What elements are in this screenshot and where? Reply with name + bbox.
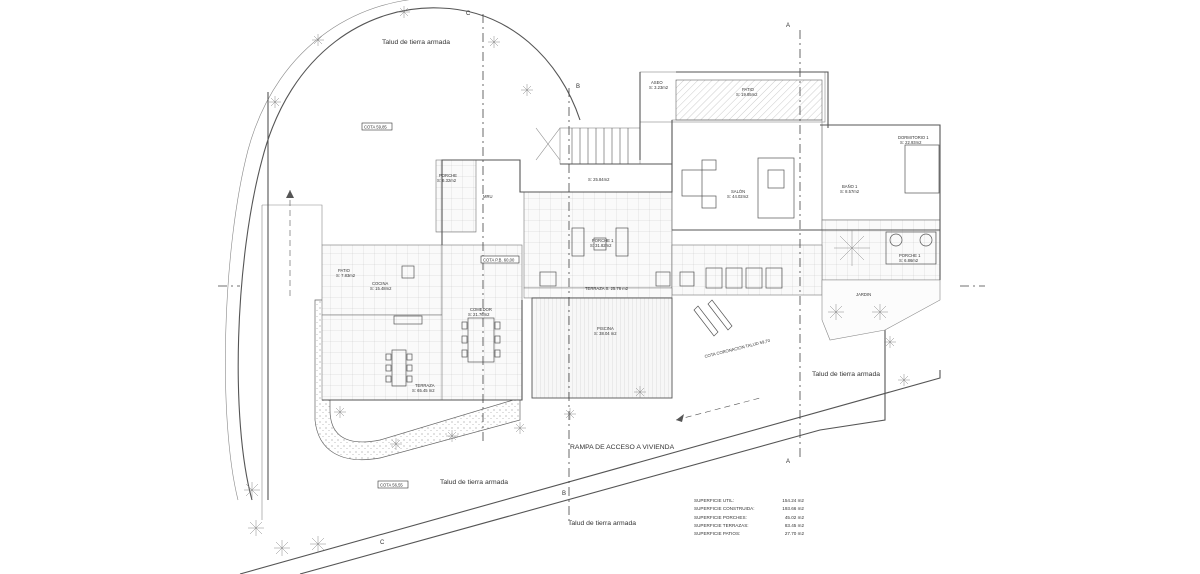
svg-text:PORCHE 1S: 31.82m2: PORCHE 1S: 31.82m2 xyxy=(590,238,614,248)
room-name: COCINA xyxy=(372,281,388,286)
svg-text:DORMITORIO 1S: 22.93m2: DORMITORIO 1S: 22.93m2 xyxy=(898,135,929,145)
room-name: PORCHE 1 xyxy=(899,253,921,258)
cota-bottom-label: COTA 56,55 xyxy=(380,483,403,488)
room-area: S: 15.48m2 xyxy=(370,286,392,291)
section-c-top: C xyxy=(466,11,471,17)
room-area: S: 22.93m2 xyxy=(900,140,922,145)
swimming-pool xyxy=(531,297,673,399)
section-b-top: B xyxy=(576,84,580,90)
section-a-top: A xyxy=(786,23,790,29)
talud-label-top: Talud de tierra armada xyxy=(382,39,450,46)
svg-text:PORCHES: 6.32m2: PORCHES: 6.32m2 xyxy=(437,173,457,183)
room-terraza-pool: TERRAZA S: 25.76 m2 xyxy=(585,286,629,291)
furniture xyxy=(385,144,940,387)
room-area: S: 44.02m2 xyxy=(727,194,749,199)
summary-row: SUPERFICIE UTIL: 154.24 m2 xyxy=(694,497,804,505)
rampa-label: RAMPA DE ACCESO A VIVIENDA xyxy=(570,444,675,451)
svg-text:BAÑO 1S: 8.57m2: BAÑO 1S: 8.57m2 xyxy=(840,184,860,194)
section-c-bottom: C xyxy=(380,540,385,546)
room-name: PORCHE xyxy=(439,173,457,178)
room-name: TERRAZA xyxy=(415,383,435,388)
section-lines xyxy=(218,14,985,520)
room-name: PATIO xyxy=(742,87,755,92)
surface-summary-table: SUPERFICIE UTIL: 154.24 m2 SUPERFICIE CON… xyxy=(694,497,804,538)
site-boundary xyxy=(225,0,941,574)
room-name: PISCINA xyxy=(597,326,614,331)
summary-label: SUPERFICIE CONSTRUIDA: xyxy=(694,506,755,512)
room-name: DORMITORIO 1 xyxy=(898,135,929,140)
summary-row: SUPERFICIE CONSTRUIDA: 193.66 m2 xyxy=(694,505,804,513)
room-name: PORCHE 1 xyxy=(592,238,614,243)
talud-label-bottom-left: Talud de tierra armada xyxy=(440,479,508,486)
summary-label: SUPERFICIE PATIOS: xyxy=(694,531,741,537)
stairs xyxy=(535,127,629,164)
summary-label: SUPERFICIE TERRAZAS: xyxy=(694,522,749,528)
room-area: S: 6.86m2 xyxy=(899,258,919,263)
summary-row: SUPERFICIE TERRAZAS: 83.45 m2 xyxy=(694,522,804,530)
summary-value: 154.24 m2 xyxy=(782,498,804,503)
cota-pb-label: COTA P.B. 60,00 xyxy=(483,258,515,263)
room-name: BAÑO 1 xyxy=(842,184,858,189)
svg-text:PATIOS: 19.85m2: PATIOS: 19.85m2 xyxy=(736,87,758,97)
house-walls xyxy=(321,71,941,401)
room-area: S: 19.85m2 xyxy=(736,92,758,97)
room-area: S: 25.84m2 xyxy=(588,177,610,182)
room-name: SALÓN xyxy=(731,189,745,194)
summary-value: 193.66 m2 xyxy=(782,506,804,512)
plan-labels: Talud de tierra armada Talud de tierra a… xyxy=(361,11,880,546)
svg-text:TERRAZAS: 65.45 m2: TERRAZAS: 65.45 m2 xyxy=(412,383,435,393)
summary-row: SUPERFICIE PORCHES: 45.02 m2 xyxy=(694,514,804,522)
ramp-arrow xyxy=(286,190,761,422)
cota-top-label: COTA 59,85 xyxy=(364,125,387,130)
summary-label: SUPERFICIE PORCHES: xyxy=(694,514,747,520)
summary-value: 83.45 m2 xyxy=(784,522,804,528)
summary-value: 27.70 m2 xyxy=(784,531,804,537)
svg-text:PATIOS: 7.83m2: PATIOS: 7.83m2 xyxy=(336,268,356,278)
room-jardin: JARDIN xyxy=(856,292,871,297)
cota-coronacion-label: COTA CORONACION TALUD 59,70 xyxy=(704,338,771,359)
room-area: S: 8.57m2 xyxy=(840,189,860,194)
room-mru: MRU xyxy=(483,194,493,199)
plants xyxy=(244,6,910,556)
summary-label: SUPERFICIE UTIL: xyxy=(694,498,735,503)
room-name: ASEO xyxy=(651,80,663,85)
room-area: S: 3.23m2 xyxy=(649,85,669,90)
room-area: S: 21.76m2 xyxy=(468,312,490,317)
garden-area xyxy=(821,279,941,341)
room-area: S: 38.04 m2 xyxy=(594,331,617,336)
summary-value: 45.02 m2 xyxy=(784,514,804,520)
room-area: S: 31.82m2 xyxy=(590,243,612,248)
talud-label-right: Talud de tierra armada xyxy=(812,371,880,378)
talud-label-bottom-center: Talud de tierra armada xyxy=(568,520,636,527)
room-area: S: 7.83m2 xyxy=(336,273,356,278)
summary-row: SUPERFICIE PATIOS: 27.70 m2 xyxy=(694,530,804,538)
room-area: S: 6.32m2 xyxy=(437,178,457,183)
svg-text:PORCHE 1S: 6.86m2: PORCHE 1S: 6.86m2 xyxy=(899,253,921,263)
section-a-bottom: A xyxy=(786,459,790,465)
section-b-bottom: B xyxy=(562,491,566,497)
room-area: S: 65.45 m2 xyxy=(412,388,435,393)
room-name: COMEDOR xyxy=(470,307,492,312)
room-name: PATIO xyxy=(338,268,351,273)
